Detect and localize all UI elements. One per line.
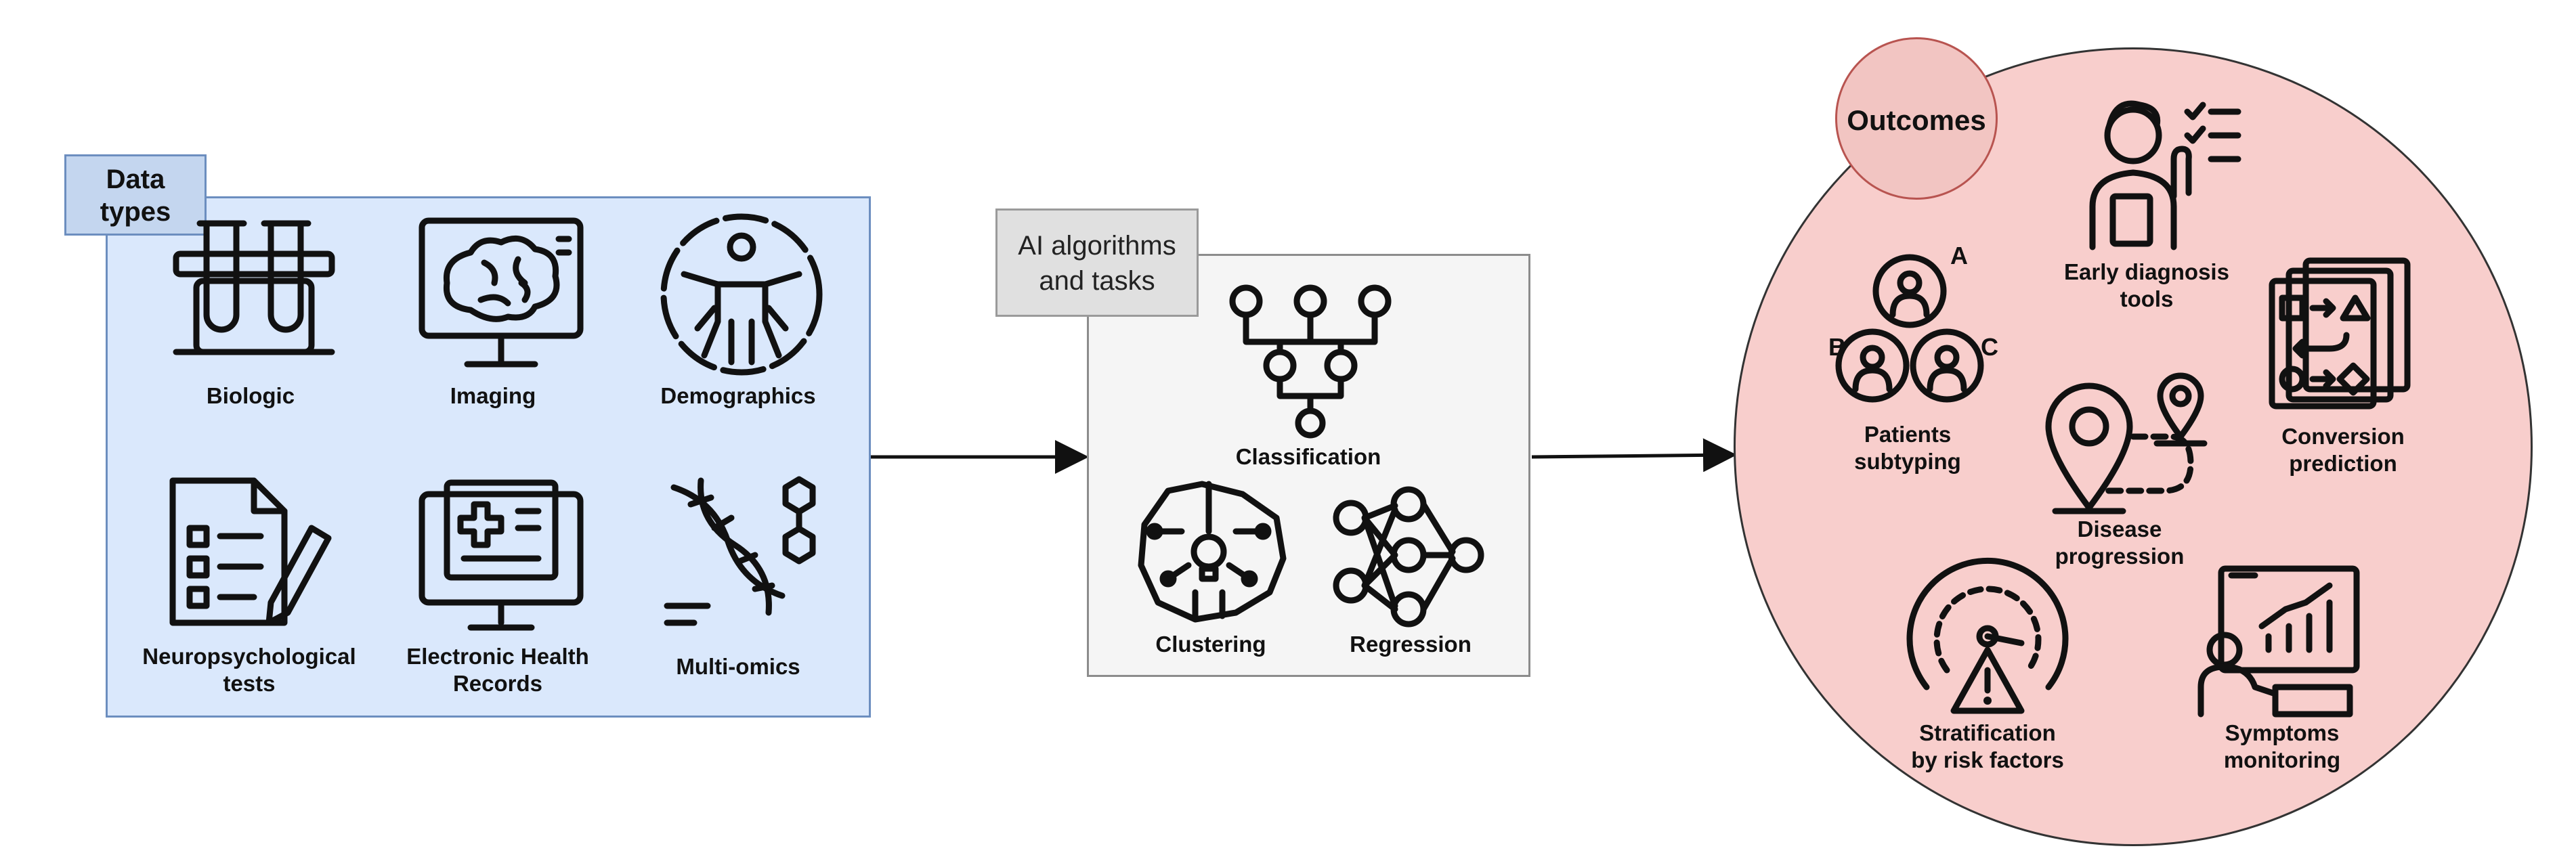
label-multi-omics: Multi-omics <box>676 654 800 679</box>
map-pins-icon <box>2045 372 2208 514</box>
label-disease-progression: Disease progression <box>2055 516 2185 570</box>
label-ehr-line1: Electronic Health <box>406 644 589 669</box>
ai-title-line1: AI algorithms <box>1018 231 1176 261</box>
label-early-diagnosis-line1: Early diagnosis <box>2064 259 2229 284</box>
label-biologic: Biologic <box>206 383 295 408</box>
label-regression: Regression <box>1350 632 1472 657</box>
label-conversion-prediction: Conversion prediction <box>2281 423 2405 477</box>
monitoring-chart-icon <box>2197 565 2360 718</box>
label-neuro-line2: tests <box>223 671 276 696</box>
doctor-checklist-icon <box>2089 100 2241 250</box>
decision-tree-icon <box>1229 284 1392 439</box>
cluster-label-c: C <box>1981 333 1998 361</box>
circuit-brain-icon <box>1138 481 1287 623</box>
label-early-diagnosis: Early diagnosis tools <box>2064 259 2229 313</box>
data-types-title: Data types <box>64 154 207 236</box>
neural-network-icon <box>1333 486 1484 628</box>
arrow-ai-to-outcomes <box>1531 438 1737 473</box>
ai-title-line2: and tasks <box>1039 266 1155 296</box>
label-stratification-line2: by risk factors <box>1911 747 2064 772</box>
ai-title: AI algorithms and tasks <box>995 208 1199 317</box>
label-symptoms-line2: monitoring <box>2223 747 2341 772</box>
label-disease-line1: Disease <box>2077 517 2162 542</box>
label-patients-line2: subtyping <box>1854 449 1961 474</box>
label-patients-line1: Patients <box>1864 422 1952 447</box>
label-conversion-line2: prediction <box>2289 451 2397 476</box>
label-demographics: Demographics <box>660 383 816 408</box>
label-patients-subtyping: Patients subtyping <box>1854 421 1961 475</box>
label-stratification-line1: Stratification <box>1919 720 2056 745</box>
data-types-title-line1: Data <box>106 164 165 194</box>
label-symptoms-monitoring: Symptoms monitoring <box>2224 720 2340 774</box>
checklist-pencil-icon <box>169 477 332 626</box>
cluster-label-a: A <box>1950 242 1968 269</box>
label-imaging: Imaging <box>450 383 536 408</box>
patient-groups-icon: A B C <box>1828 242 1998 403</box>
brain-scan-icon <box>418 217 584 368</box>
dna-icon <box>664 476 816 626</box>
label-classification: Classification <box>1235 444 1381 469</box>
ehr-monitor-icon <box>418 479 584 631</box>
label-early-diagnosis-line2: tools <box>2120 286 2174 311</box>
label-ehr: Electronic Health Records <box>406 643 589 697</box>
label-disease-line2: progression <box>2055 544 2185 569</box>
flow-cards-icon <box>2269 257 2411 410</box>
human-figure-icon <box>660 213 823 376</box>
label-neuropsychological-tests: Neuropsychological tests <box>142 643 356 697</box>
cluster-label-b: B <box>1828 333 1846 361</box>
label-neuro-line1: Neuropsychological <box>142 644 356 669</box>
label-ehr-line2: Records <box>452 671 543 696</box>
test-tubes-icon <box>173 220 335 355</box>
label-conversion-line1: Conversion <box>2281 424 2405 449</box>
label-stratification: Stratification by risk factors <box>1911 720 2064 774</box>
outcomes-title: Outcomes <box>1835 37 1998 200</box>
risk-gauge-icon <box>1906 557 2069 714</box>
data-types-title-line2: types <box>100 197 171 227</box>
label-symptoms-line1: Symptoms <box>2225 720 2340 745</box>
label-clustering: Clustering <box>1155 632 1266 657</box>
